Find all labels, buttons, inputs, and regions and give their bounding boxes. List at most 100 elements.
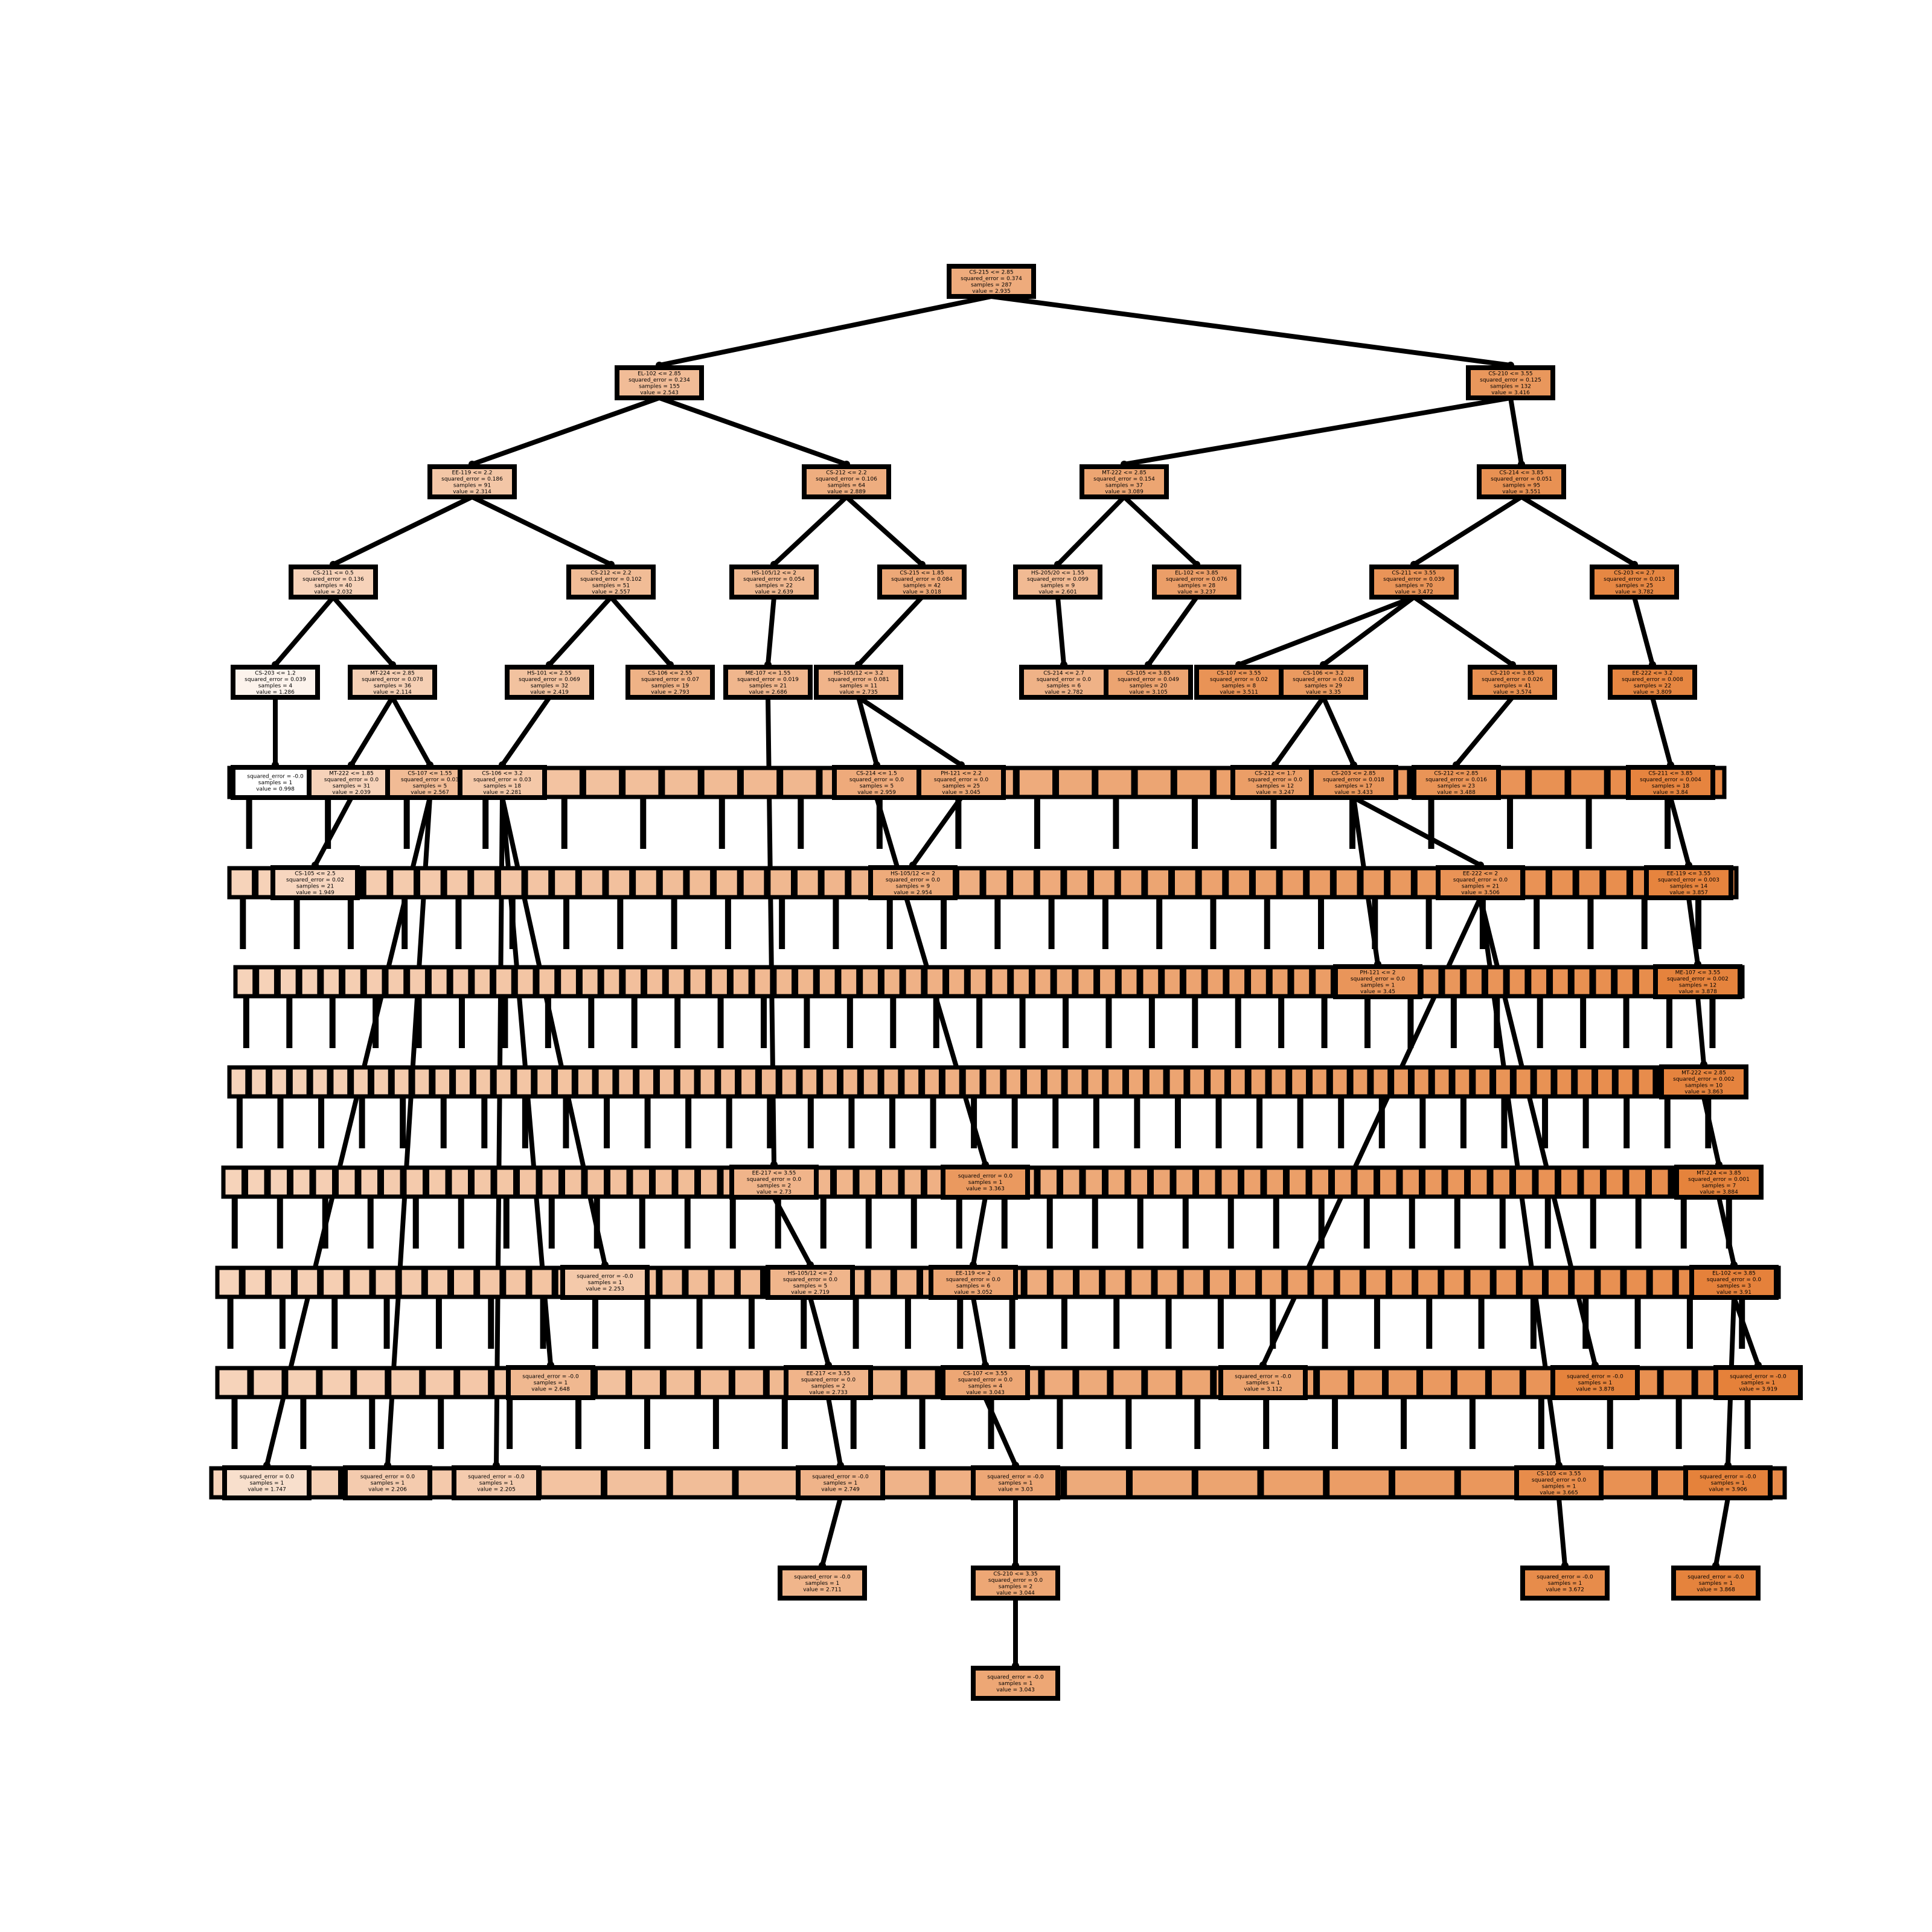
- collapsed-node-stub: [1182, 965, 1206, 999]
- collapsed-node-stub: [312, 1165, 336, 1199]
- node-box: [1412, 765, 1501, 800]
- node-label-line: samples = 31: [333, 783, 370, 789]
- collapsed-node-stub: [1179, 1265, 1208, 1299]
- collapsed-node-stub: [655, 1065, 678, 1099]
- node-label-line: CS-210 <= 3.35: [993, 1571, 1037, 1577]
- collapsed-node-stub: [892, 1265, 921, 1299]
- tree-edge: [349, 696, 395, 767]
- collapsed-node-stub: [615, 1065, 638, 1099]
- collapsed-node-stub: [1648, 1165, 1672, 1199]
- node-box: [231, 665, 320, 700]
- node-label-line: samples = 51: [592, 583, 630, 589]
- node-label-line: value = 2.543: [640, 390, 679, 396]
- node-label-line: squared_error = 0.081: [828, 677, 889, 683]
- collapsed-node-stub: [674, 1165, 699, 1199]
- collapsed-node-stub: [1489, 1165, 1514, 1199]
- node-label-line: squared_error = 0.0: [934, 777, 989, 783]
- collapsed-node-stub: [1259, 1466, 1328, 1500]
- collapsed-node-stub: [318, 1366, 355, 1399]
- node-label-line: squared_error = 0.039: [1383, 577, 1445, 583]
- node-label-line: value = 2.73: [756, 1189, 792, 1195]
- node-box: [1309, 765, 1398, 800]
- node-box: [1520, 1566, 1610, 1601]
- node-label-line: samples = 14: [1670, 883, 1707, 889]
- node-label-line: value = 3.052: [954, 1290, 993, 1296]
- node-box: [778, 1566, 867, 1601]
- collapsed-node-stub: [470, 1165, 495, 1199]
- node-label-line: CS-107 <= 3.55: [1217, 670, 1261, 676]
- collapsed-node-stub: [901, 965, 926, 999]
- collapsed-node-stub: [1369, 1065, 1392, 1099]
- collapsed-node-stub: [1150, 1165, 1174, 1199]
- collapsed-node-stub: [496, 866, 526, 900]
- collapsed-node-stub: [1124, 1065, 1147, 1099]
- node-label-line: samples = 11: [840, 683, 877, 689]
- tree-edge: [1055, 597, 1066, 665]
- collapsed-node-stub: [712, 866, 741, 900]
- node-label-line: MT-222 <= 1.85: [329, 770, 374, 776]
- node-box: [929, 1265, 1018, 1300]
- node-box: [506, 1365, 595, 1400]
- collapsed-node-stub: [1290, 965, 1314, 999]
- node-label-line: squared_error = 0.0: [783, 1277, 838, 1283]
- node-label-line: squared_error = 0.125: [1480, 377, 1541, 383]
- tree-edge: [1668, 796, 1691, 866]
- collapsed-node-stub: [390, 1065, 413, 1099]
- collapsed-node-stub: [1268, 965, 1292, 999]
- node-label-line: squared_error = 0.03: [401, 777, 459, 783]
- node-label-line: value = 0.998: [256, 787, 295, 793]
- node-label-line: squared_error = 0.234: [629, 377, 690, 383]
- collapsed-node-stub: [215, 1366, 252, 1399]
- collapsed-node-stub: [600, 965, 624, 999]
- collapsed-node-stub: [750, 965, 775, 999]
- collapsed-node-stub: [676, 1065, 699, 1099]
- tree-edge: [273, 595, 336, 667]
- collapsed-node-stub: [577, 866, 607, 900]
- collapsed-node-stub: [1466, 1265, 1494, 1299]
- tree-edge: [1686, 897, 1700, 965]
- tree-edge: [471, 395, 661, 467]
- node-box: [348, 665, 437, 700]
- collapsed-node-stub: [878, 1165, 903, 1199]
- collapsed-node-stub: [1548, 866, 1577, 900]
- collapsed-node-stub: [1634, 965, 1659, 999]
- collapsed-node-stub: [502, 1265, 530, 1299]
- node-label-line: squared_error = 0.0: [1248, 777, 1303, 783]
- node-box: [1468, 665, 1557, 700]
- node-label-line: squared_error = 0.374: [961, 276, 1022, 282]
- collapsed-node-stub: [1217, 1165, 1242, 1199]
- tree-edge: [385, 797, 432, 1466]
- collapsed-node-stub: [955, 866, 984, 900]
- collapsed-node-stub: [1602, 1165, 1627, 1199]
- tree-edge: [658, 395, 848, 467]
- collapsed-node-stub: [233, 965, 257, 999]
- collapsed-node-stub: [1197, 866, 1227, 900]
- collapsed-node-stub: [1625, 1165, 1649, 1199]
- collapsed-node-stub: [1081, 1165, 1106, 1199]
- collapsed-node-stub: [1009, 965, 1033, 999]
- node-label-line: squared_error = -0.0: [522, 1374, 579, 1380]
- collapsed-node-stub: [380, 1165, 405, 1199]
- node-label-line: samples = 32: [531, 683, 568, 689]
- collapsed-node-stub: [880, 965, 904, 999]
- tree-edge: [331, 595, 395, 667]
- node-box: [814, 665, 903, 700]
- node-label-line: squared_error = -0.0: [1567, 1374, 1623, 1380]
- collapsed-node-stub: [289, 1165, 314, 1199]
- node-box: [941, 1365, 1030, 1400]
- collapsed-node-stub: [603, 1466, 671, 1500]
- node-label-line: CS-203 <= 1.2: [255, 670, 296, 676]
- collapsed-node-stub: [492, 1065, 515, 1099]
- collapsed-node-stub: [1015, 766, 1057, 799]
- collapsed-node-stub: [1278, 866, 1308, 900]
